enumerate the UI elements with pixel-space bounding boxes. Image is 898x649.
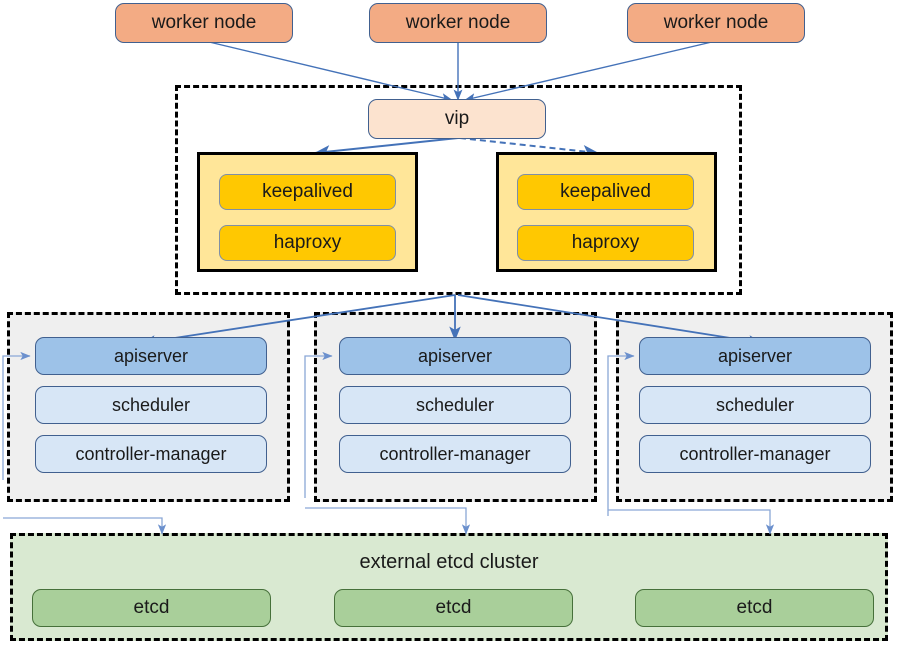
control-plane-3-scheduler-label: scheduler xyxy=(715,394,795,415)
control-plane-2-scheduler[interactable]: scheduler xyxy=(339,386,571,424)
control-plane-1-apiserver[interactable]: apiserver xyxy=(35,337,267,375)
etcd-cluster-title: external etcd cluster xyxy=(359,551,539,573)
control-plane-2-apiserver-label: apiserver xyxy=(417,345,493,366)
worker-node-3[interactable]: worker node xyxy=(627,3,805,43)
lb-panel-2-keepalived-label: keepalived xyxy=(560,181,651,202)
lb-panel-1-haproxy[interactable]: haproxy xyxy=(219,225,396,261)
control-plane-3-controller-manager-label: controller-manager xyxy=(679,443,831,464)
control-plane-1-scheduler[interactable]: scheduler xyxy=(35,386,267,424)
worker-node-3-label: worker node xyxy=(663,12,769,33)
wire-cp2-to-etcd xyxy=(305,507,471,535)
control-plane-2-scheduler-label: scheduler xyxy=(415,394,495,415)
worker-node-1[interactable]: worker node xyxy=(115,3,293,43)
etcd-node-3-label: etcd xyxy=(736,597,773,618)
control-plane-1-controller-manager-label: controller-manager xyxy=(75,443,227,464)
lb-panel-1-keepalived-label: keepalived xyxy=(262,181,353,202)
control-plane-2-controller-manager-label: controller-manager xyxy=(379,443,531,464)
control-plane-3-scheduler[interactable]: scheduler xyxy=(639,386,871,424)
lb-panel-1-keepalived[interactable]: keepalived xyxy=(219,174,396,210)
lb-panel-2-keepalived[interactable]: keepalived xyxy=(517,174,694,210)
etcd-node-3[interactable]: etcd xyxy=(635,589,874,627)
control-plane-3-controller-manager[interactable]: controller-manager xyxy=(639,435,871,473)
control-plane-2-apiserver[interactable]: apiserver xyxy=(339,337,571,375)
control-plane-3-apiserver-label: apiserver xyxy=(717,345,793,366)
control-plane-1-apiserver-label: apiserver xyxy=(113,345,189,366)
control-plane-2-controller-manager[interactable]: controller-manager xyxy=(339,435,571,473)
control-plane-1-controller-manager[interactable]: controller-manager xyxy=(35,435,267,473)
etcd-node-2[interactable]: etcd xyxy=(334,589,573,627)
lb-panel-2-haproxy-label: haproxy xyxy=(571,232,640,253)
vip-node[interactable]: vip xyxy=(368,99,546,139)
worker-node-2[interactable]: worker node xyxy=(369,3,547,43)
control-plane-1-scheduler-label: scheduler xyxy=(111,394,191,415)
wire-cp3-to-etcd xyxy=(608,509,775,535)
etcd-node-2-label: etcd xyxy=(435,597,472,618)
wire-cp1-to-etcd xyxy=(3,517,167,535)
etcd-node-1[interactable]: etcd xyxy=(32,589,271,627)
worker-node-1-label: worker node xyxy=(151,12,257,33)
lb-panel-2-haproxy[interactable]: haproxy xyxy=(517,225,694,261)
vip-label: vip xyxy=(444,108,470,129)
control-plane-3-apiserver[interactable]: apiserver xyxy=(639,337,871,375)
etcd-node-1-label: etcd xyxy=(133,597,170,618)
lb-panel-1-haproxy-label: haproxy xyxy=(273,232,342,253)
worker-node-2-label: worker node xyxy=(405,12,511,33)
